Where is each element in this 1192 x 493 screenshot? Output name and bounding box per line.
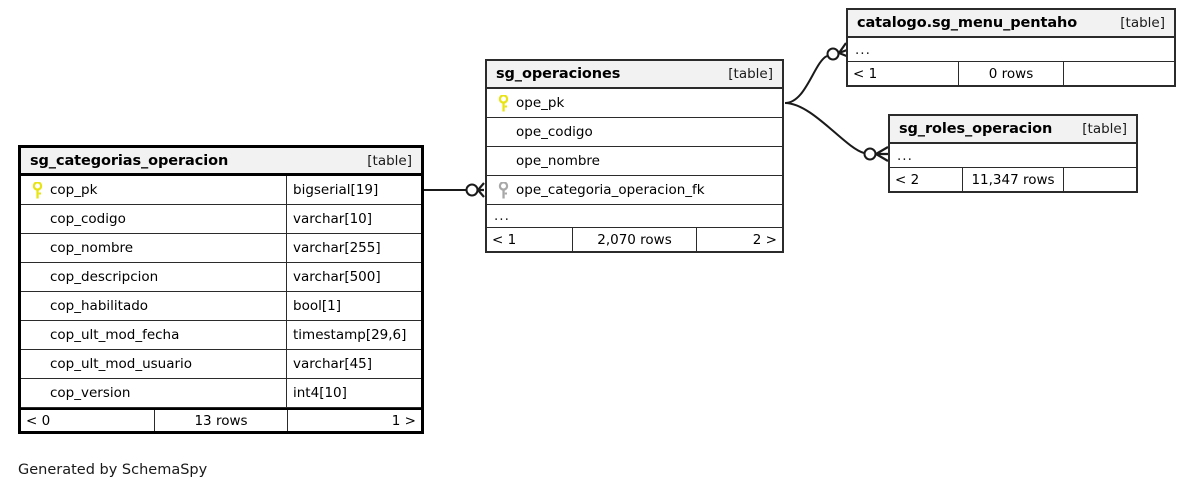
column-type: varchar[45] xyxy=(286,350,421,378)
table-footer: < 1 0 rows xyxy=(848,62,1174,85)
cardinality-zero-marker xyxy=(465,183,479,197)
column-name-cell: cop_pk xyxy=(21,176,286,204)
column-name-cell: ope_categoria_operacion_fk xyxy=(487,176,782,204)
more-columns-indicator[interactable]: ... xyxy=(848,38,1174,62)
column-type: varchar[10] xyxy=(286,205,421,233)
column-name: cop_ult_mod_usuario xyxy=(50,356,193,372)
table-title: sg_operaciones xyxy=(496,66,621,82)
table-row[interactable]: cop_ult_mod_fecha timestamp[29,6] xyxy=(21,321,421,350)
column-name: cop_codigo xyxy=(50,211,126,227)
footer-children-count[interactable] xyxy=(1064,62,1174,85)
footer-children-count[interactable] xyxy=(1064,168,1136,191)
table-row[interactable]: cop_descripcion varchar[500] xyxy=(21,263,421,292)
column-type: bool[1] xyxy=(286,292,421,320)
table-header: catalogo.sg_menu_pentaho [table] xyxy=(848,10,1174,38)
column-type: timestamp[29,6] xyxy=(286,321,421,349)
table-type-tag: [table] xyxy=(367,152,412,169)
table-row[interactable]: cop_nombre varchar[255] xyxy=(21,234,421,263)
foreign-key-icon xyxy=(494,181,512,199)
table-type-tag: [table] xyxy=(728,66,773,82)
footer-row-count: 13 rows xyxy=(154,410,288,431)
table-title: sg_roles_operacion xyxy=(899,121,1053,137)
footer-parents-count[interactable]: < 0 xyxy=(26,412,51,429)
footer-row-count: 11,347 rows xyxy=(962,168,1064,191)
table-header: sg_categorias_operacion [table] xyxy=(21,148,421,176)
column-name: cop_pk xyxy=(50,182,98,198)
table-title: sg_categorias_operacion xyxy=(30,152,229,169)
column-name: ope_nombre xyxy=(516,153,600,169)
column-name: cop_descripcion xyxy=(50,269,159,285)
table-type-tag: [table] xyxy=(1082,121,1127,137)
column-name-cell: cop_ult_mod_fecha xyxy=(21,321,286,349)
table-header: sg_roles_operacion [table] xyxy=(890,116,1136,144)
footer-children-count[interactable]: 1 > xyxy=(391,412,416,429)
footer-parents-count[interactable]: < 1 xyxy=(492,231,517,248)
table-sg-operaciones[interactable]: sg_operaciones [table] ope_pk ope_codigo xyxy=(485,59,784,253)
column-type: varchar[500] xyxy=(286,263,421,291)
crows-foot-many-marker xyxy=(477,182,485,198)
column-name-cell: ope_codigo xyxy=(487,118,782,146)
cardinality-zero-marker xyxy=(863,147,877,161)
column-name-cell: cop_ult_mod_usuario xyxy=(21,350,286,378)
crows-foot-many-marker xyxy=(875,146,889,162)
table-type-tag: [table] xyxy=(1120,15,1165,31)
table-row[interactable]: cop_pk bigserial[19] xyxy=(21,176,421,205)
table-catalogo-sg-menu-pentaho[interactable]: catalogo.sg_menu_pentaho [table] ... < 1… xyxy=(846,8,1176,87)
column-name: ope_categoria_operacion_fk xyxy=(516,182,705,198)
relationship-categorias-to-operaciones xyxy=(424,182,485,198)
table-row[interactable]: ope_categoria_operacion_fk xyxy=(487,176,782,205)
table-footer: < 1 2,070 rows 2 > xyxy=(487,228,782,251)
footer-parents-count[interactable]: < 2 xyxy=(895,171,920,188)
column-type: int4[10] xyxy=(286,379,421,407)
generated-by-caption: Generated by SchemaSpy xyxy=(18,462,208,478)
primary-key-icon xyxy=(494,94,512,112)
table-sg-categorias-operacion[interactable]: sg_categorias_operacion [table] cop_pk b… xyxy=(18,145,424,434)
relationship-line xyxy=(784,102,865,154)
table-row[interactable]: cop_version int4[10] xyxy=(21,379,421,408)
column-name-cell: cop_version xyxy=(21,379,286,407)
table-sg-roles-operacion[interactable]: sg_roles_operacion [table] ... < 2 11,34… xyxy=(888,114,1138,193)
table-row[interactable]: cop_codigo varchar[10] xyxy=(21,205,421,234)
column-type: bigserial[19] xyxy=(286,176,421,204)
column-name-cell: cop_nombre xyxy=(21,234,286,262)
column-name-cell: cop_descripcion xyxy=(21,263,286,291)
footer-row-count: 2,070 rows xyxy=(572,228,697,251)
footer-row-count: 0 rows xyxy=(958,62,1064,85)
relationship-operaciones-to-roles-operacion xyxy=(784,102,889,162)
column-name: cop_habilitado xyxy=(50,298,149,314)
column-name-cell: cop_codigo xyxy=(21,205,286,233)
relationship-operaciones-to-menu-pentaho xyxy=(784,42,850,104)
table-footer: < 2 11,347 rows xyxy=(890,168,1136,191)
column-name: ope_codigo xyxy=(516,124,593,140)
column-type: varchar[255] xyxy=(286,234,421,262)
more-columns-indicator[interactable]: ... xyxy=(890,144,1136,168)
column-name: cop_ult_mod_fecha xyxy=(50,327,180,343)
footer-parents-count[interactable]: < 1 xyxy=(853,65,878,82)
primary-key-icon xyxy=(28,181,46,199)
column-name: cop_nombre xyxy=(50,240,134,256)
more-columns-indicator[interactable]: ... xyxy=(487,205,782,228)
table-footer: < 0 13 rows 1 > xyxy=(21,408,421,431)
table-title: catalogo.sg_menu_pentaho xyxy=(857,15,1078,31)
table-row[interactable]: cop_habilitado bool[1] xyxy=(21,292,421,321)
column-name-cell: ope_nombre xyxy=(487,147,782,175)
table-row[interactable]: cop_ult_mod_usuario varchar[45] xyxy=(21,350,421,379)
relationship-line xyxy=(784,55,828,104)
table-row[interactable]: ope_nombre xyxy=(487,147,782,176)
column-name-cell: cop_habilitado xyxy=(21,292,286,320)
table-row[interactable]: ope_pk xyxy=(487,89,782,118)
footer-children-count[interactable]: 2 > xyxy=(752,231,777,248)
column-name: ope_pk xyxy=(516,95,565,111)
column-name-cell: ope_pk xyxy=(487,89,782,117)
column-name: cop_version xyxy=(50,385,131,401)
table-header: sg_operaciones [table] xyxy=(487,61,782,89)
cardinality-zero-marker xyxy=(826,47,840,61)
table-row[interactable]: ope_codigo xyxy=(487,118,782,147)
